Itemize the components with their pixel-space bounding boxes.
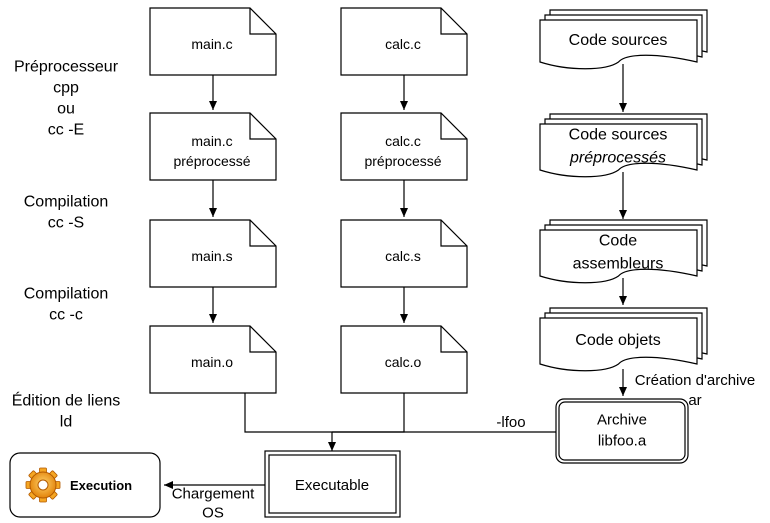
text-line: cc -c — [49, 307, 83, 324]
text-line: calc.o — [385, 354, 422, 370]
text-line: calc.s — [385, 248, 421, 264]
multi-document-1: Code sources préprocessés — [539, 113, 708, 178]
gear-icon — [25, 467, 61, 503]
document-calc-1: calc.c préprocessé — [340, 112, 468, 181]
text-line: Compilation — [24, 286, 108, 303]
text-line: Code — [599, 233, 637, 250]
archive-step-label: Création d'archive ar — [635, 372, 755, 409]
document-calc-0: calc.c — [340, 7, 468, 76]
document-label: calc.c préprocessé — [364, 133, 441, 169]
stage-label: Préprocesseur cpp ou cc -E — [14, 59, 119, 139]
executable-box: Executable — [264, 450, 401, 518]
text-line: cc -S — [48, 215, 84, 232]
text-line: libfoo.a — [598, 433, 647, 450]
document-main-2: main.s — [149, 219, 277, 288]
executable-label: Executable — [295, 477, 369, 494]
document-calc-2: calc.s — [340, 219, 468, 288]
execution-label: Execution — [70, 478, 132, 493]
document-label: main.o — [191, 354, 233, 370]
text-line: Édition de liens — [12, 391, 121, 410]
text-line: calc.c — [385, 133, 421, 149]
multi-document-label: Code assembleurs — [573, 233, 664, 273]
text-line: Préprocesseur — [14, 59, 119, 76]
document-main-1: main.c préprocessé — [149, 112, 277, 181]
calc-file-column: calc.c calc.c préprocessé calc.s calc.o — [340, 7, 468, 394]
text-line: Chargement — [172, 486, 255, 503]
text-line: main.c — [191, 36, 232, 52]
text-line: calc.c — [385, 36, 421, 52]
text-line: cc -E — [48, 122, 84, 139]
document-label: calc.s — [385, 248, 421, 264]
document-label: main.c — [191, 36, 232, 52]
line-main-o-to-link — [244, 392, 332, 433]
text-line: préprocessé — [364, 153, 441, 169]
text-line: main.o — [191, 354, 233, 370]
multi-document-2: Code assembleurs — [539, 219, 708, 284]
line-calc-o-to-link — [332, 392, 405, 433]
multi-document-label: Code sources — [569, 32, 668, 49]
text-line: ld — [60, 414, 72, 431]
multi-document-0: Code sources — [539, 9, 708, 70]
text-line: main.s — [191, 248, 232, 264]
stage-label: Compilation cc -c — [24, 286, 108, 324]
link-flag-label: -lfoo — [496, 414, 525, 431]
document-main-0: main.c — [149, 7, 277, 76]
stage-label: Édition de liens ld — [12, 391, 121, 431]
multi-document-label: Code sources préprocessés — [569, 127, 668, 167]
main-file-column: main.c main.c préprocessé main.s main.o — [149, 7, 277, 394]
text-line: Compilation — [24, 194, 108, 211]
document-label: main.s — [191, 248, 232, 264]
text-line: Code sources — [569, 32, 668, 49]
text-line: préprocessé — [173, 153, 250, 169]
multi-document-label: Code objets — [575, 332, 660, 349]
text-line: Archive — [597, 412, 647, 429]
text-line: préprocessés — [569, 150, 666, 167]
text-line: cpp — [53, 80, 79, 97]
text-line: Création d'archive — [635, 372, 755, 389]
text-line: Code objets — [575, 332, 660, 349]
text-line: ou — [57, 101, 75, 118]
stage-label: Compilation cc -S — [24, 194, 108, 232]
text-line: main.c — [191, 133, 232, 149]
multi-document-3: Code objets — [539, 307, 708, 372]
document-main-3: main.o — [149, 325, 277, 394]
document-calc-3: calc.o — [340, 325, 468, 394]
document-label: calc.o — [385, 354, 422, 370]
execution-box: Execution — [9, 452, 161, 518]
archive-label: Archive libfoo.a — [597, 412, 647, 450]
text-line: OS — [202, 505, 224, 522]
connectors — [164, 64, 627, 489]
text-line: Code sources — [569, 127, 668, 144]
text-line: assembleurs — [573, 256, 664, 273]
archive-box: Archive libfoo.a — [555, 398, 689, 464]
document-label: calc.c — [385, 36, 421, 52]
document-label: main.c préprocessé — [173, 133, 250, 169]
text-line: ar — [688, 392, 701, 409]
